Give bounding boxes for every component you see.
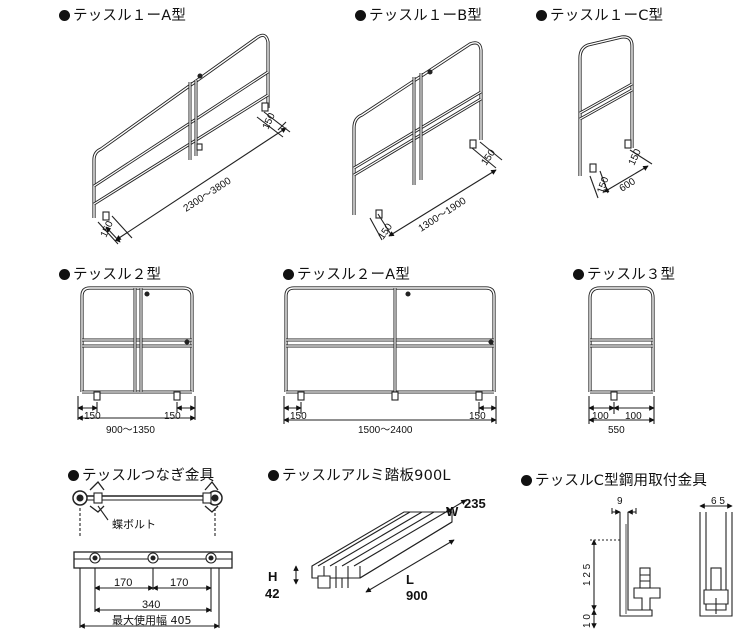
t3-dim-left: 100: [592, 411, 609, 422]
bullet-dot-icon: [268, 470, 279, 481]
t1c-dim-end-right: 150: [627, 147, 644, 167]
title-joint-fitting: テッスルつなぎ金具: [68, 464, 214, 485]
title-aluminum-plank: テッスルアルミ踏板900L: [268, 464, 451, 485]
bullet-dot-icon: [283, 269, 294, 280]
bullet-dot-icon: [68, 470, 79, 481]
aluminum-plank-drawing: [293, 499, 467, 593]
bracket-dim-base: 1 0: [582, 614, 593, 628]
joint-dim-max: 最大使用幅 405: [112, 613, 192, 627]
t1b-dim-end-right: 150: [479, 147, 498, 167]
t2a-dim-right: 150: [469, 411, 486, 422]
joint-fitting-drawing: [72, 480, 233, 629]
t1b-dim-total: 1300〜1900: [417, 195, 469, 234]
tessle-1b-drawing: [352, 41, 503, 241]
t1c-dim-total: 600: [618, 176, 638, 195]
bullet-dot-icon: [573, 269, 584, 280]
t1a-dim-end-right: 150: [261, 111, 278, 131]
t1c-dim-end-left: 150: [595, 175, 611, 195]
tessle-2-drawing: [77, 286, 196, 421]
title-text: テッスル３型: [587, 267, 676, 283]
tessle-3-drawing: [588, 286, 655, 424]
plank-w-value: 235: [464, 496, 486, 511]
title-text: テッスル１ーC型: [550, 8, 664, 24]
t2a-dim-total: 1500〜2400: [358, 425, 413, 436]
tessle-1c-drawing: [578, 35, 653, 199]
title-text: テッスル２型: [73, 267, 162, 283]
t1b-dim-end-left: 150: [376, 221, 395, 241]
t1a-dim-total: 2300〜3800: [182, 175, 234, 214]
joint-dim-span: 340: [142, 599, 160, 611]
title-tessle-1a: テッスル１ーA型: [59, 4, 186, 25]
plank-h-label: H: [268, 569, 277, 584]
t1a-dim-end-left: 150: [99, 219, 116, 239]
bullet-dot-icon: [59, 10, 70, 21]
t3-dim-total: 550: [608, 425, 625, 436]
tessle-1a-drawing: [92, 33, 291, 245]
title-text: テッスルつなぎ金具: [82, 468, 215, 484]
bullet-dot-icon: [521, 475, 532, 486]
joint-dim-b: 170: [170, 577, 188, 589]
title-tessle-2: テッスル２型: [59, 263, 161, 284]
t2-dim-total: 900〜1350: [106, 425, 155, 436]
title-text: テッスルC型鋼用取付金具: [535, 473, 708, 489]
plank-h-value: 42: [265, 586, 279, 601]
joint-bolt-label: 蝶ボルト: [112, 517, 156, 531]
title-text: テッスル２ーA型: [297, 267, 411, 283]
joint-dim-a: 170: [114, 577, 132, 589]
title-tessle-1b: テッスル１ーB型: [355, 4, 482, 25]
title-tessle-2a: テッスル２ーA型: [283, 263, 410, 284]
t3-dim-right: 100: [625, 411, 642, 422]
bullet-dot-icon: [536, 10, 547, 21]
bullet-dot-icon: [355, 10, 366, 21]
plank-l-label: L: [406, 572, 414, 587]
title-c-channel-bracket: テッスルC型鋼用取付金具: [521, 469, 707, 490]
t2a-dim-left: 150: [290, 411, 307, 422]
c-bracket-drawing: [590, 503, 733, 629]
bracket-dim-height: 1 2 5: [582, 563, 593, 586]
title-tessle-3: テッスル３型: [573, 263, 675, 284]
plank-l-value: 900: [406, 588, 428, 603]
title-tessle-1c: テッスル１ーC型: [536, 4, 663, 25]
title-text: テッスル１ーB型: [369, 8, 483, 24]
title-text: テッスル１ーA型: [73, 8, 187, 24]
t2-dim-right: 150: [164, 411, 181, 422]
bracket-dim-right: 6 5: [711, 496, 725, 507]
title-text: テッスルアルミ踏板900L: [282, 468, 451, 484]
tessle-2a-drawing: [283, 286, 497, 424]
bullet-dot-icon: [59, 269, 70, 280]
bracket-dim-top: 9: [617, 496, 623, 507]
t2-dim-left: 150: [84, 411, 101, 422]
plank-w-label: W: [446, 504, 459, 519]
